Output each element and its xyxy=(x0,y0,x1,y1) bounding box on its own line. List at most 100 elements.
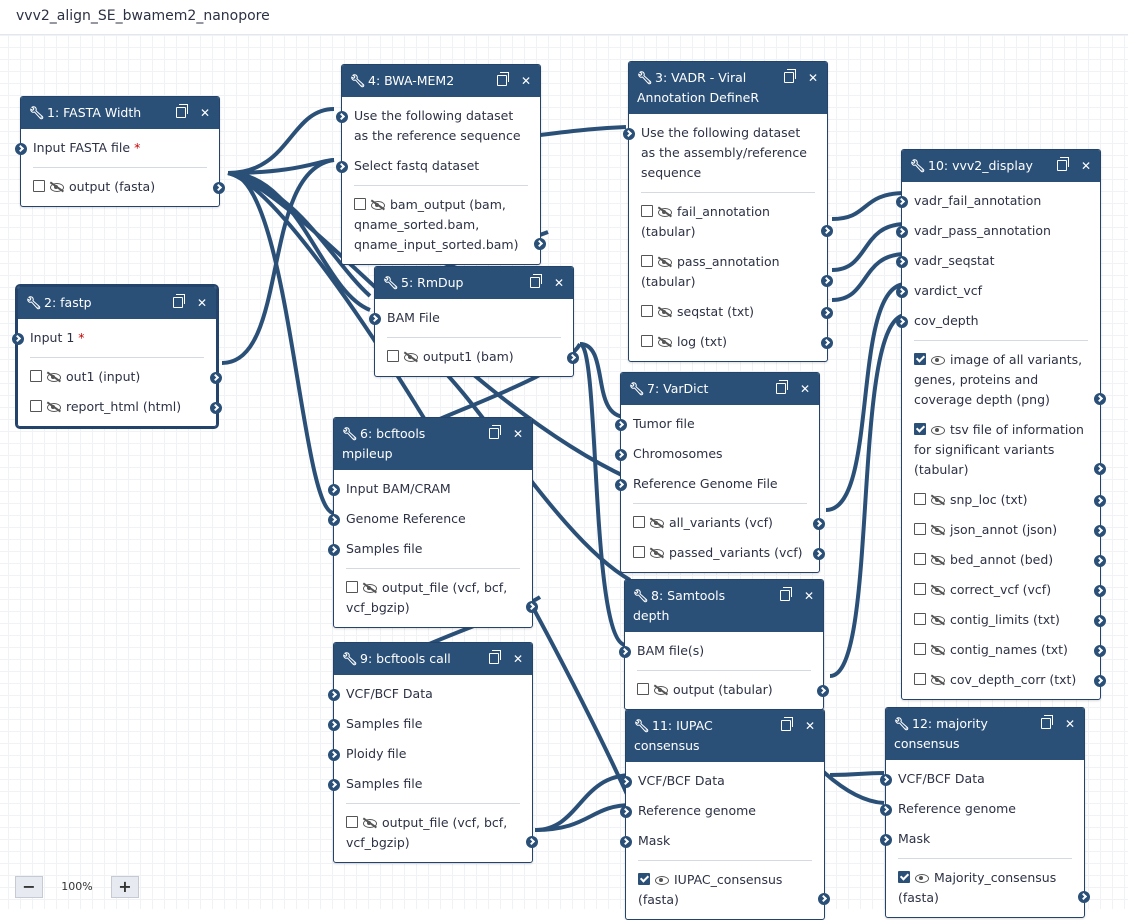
output-terminal[interactable] xyxy=(817,685,829,697)
close-icon[interactable]: ✕ xyxy=(1064,717,1076,731)
eye-icon[interactable] xyxy=(930,355,946,365)
output-terminal[interactable] xyxy=(1094,585,1106,597)
input-terminal[interactable] xyxy=(623,128,635,140)
input-terminal[interactable] xyxy=(328,779,340,791)
output-terminal[interactable] xyxy=(1094,645,1106,657)
copy-icon[interactable] xyxy=(773,380,789,397)
output-terminal[interactable] xyxy=(1094,525,1106,537)
checkbox[interactable] xyxy=(387,350,399,362)
checkbox[interactable] xyxy=(641,255,653,267)
eye-slash-icon[interactable] xyxy=(653,684,669,695)
input-terminal[interactable] xyxy=(12,333,24,345)
checkbox[interactable] xyxy=(914,493,926,505)
eye-slash-icon[interactable] xyxy=(657,256,673,267)
checkbox[interactable] xyxy=(346,581,358,593)
input-terminal[interactable] xyxy=(15,143,27,155)
eye-slash-icon[interactable] xyxy=(46,401,62,412)
input-terminal[interactable] xyxy=(896,196,908,208)
close-icon[interactable]: ✕ xyxy=(803,589,815,603)
output-terminal[interactable] xyxy=(526,836,538,848)
input-terminal[interactable] xyxy=(336,111,348,123)
node-samtools-depth[interactable]: 🔧︎8: Samtools depth ✕ BAM file(s) output… xyxy=(619,579,829,710)
input-terminal[interactable] xyxy=(896,286,908,298)
input-terminal[interactable] xyxy=(615,479,627,491)
eye-slash-icon[interactable] xyxy=(403,351,419,362)
eye-icon[interactable] xyxy=(914,873,930,883)
node-vvv2-display[interactable]: 🔧︎10: vvv2_display ✕ vadr_fail_annotatio… xyxy=(896,149,1106,700)
input-terminal[interactable] xyxy=(896,256,908,268)
node-header[interactable]: 🔧︎7: VarDict ✕ xyxy=(621,373,819,405)
output-terminal[interactable] xyxy=(813,518,825,530)
output-terminal[interactable] xyxy=(821,307,833,319)
eye-icon[interactable] xyxy=(930,425,946,435)
node-iupac-consensus[interactable]: 🔧︎11: IUPAC consensus ✕ VCF/BCF Data Ref… xyxy=(620,709,830,920)
eye-slash-icon[interactable] xyxy=(657,206,673,217)
input-terminal[interactable] xyxy=(615,449,627,461)
checkbox[interactable] xyxy=(914,553,926,565)
checkbox[interactable] xyxy=(633,516,645,528)
node-header[interactable]: 🔧︎8: Samtools depth ✕ xyxy=(625,580,823,632)
checkbox[interactable] xyxy=(30,400,42,412)
output-terminal[interactable] xyxy=(210,372,222,384)
copy-icon[interactable] xyxy=(170,294,186,311)
eye-slash-icon[interactable] xyxy=(362,817,378,828)
copy-icon[interactable] xyxy=(486,650,502,667)
node-bcftools-call[interactable]: 🔧︎9: bcftools call ✕ VCF/BCF Data Sample… xyxy=(328,642,538,863)
node-header[interactable]: 🔧︎10: vvv2_display ✕ xyxy=(902,150,1100,182)
checkbox[interactable] xyxy=(633,546,645,558)
close-icon[interactable]: ✕ xyxy=(553,276,565,290)
node-header[interactable]: 🔧︎3: VADR - Viral Annotation DefineR ✕ xyxy=(629,62,827,114)
checkbox[interactable] xyxy=(641,305,653,317)
checkbox[interactable] xyxy=(914,353,926,365)
node-fasta-width[interactable]: 🔧︎1: FASTA Width ✕ Input FASTA file * ou… xyxy=(15,96,225,207)
node-header[interactable]: 🔧︎6: bcftools mpileup ✕ xyxy=(334,418,532,470)
close-icon[interactable]: ✕ xyxy=(512,652,524,666)
output-terminal[interactable] xyxy=(813,548,825,560)
output-terminal[interactable] xyxy=(1094,463,1106,475)
close-icon[interactable]: ✕ xyxy=(799,382,811,396)
node-vardict[interactable]: 🔧︎7: VarDict ✕ Tumor file Chromosomes Re… xyxy=(615,372,825,573)
zoom-out-button[interactable]: − xyxy=(15,876,43,898)
input-terminal[interactable] xyxy=(328,719,340,731)
eye-slash-icon[interactable] xyxy=(930,554,946,565)
checkbox[interactable] xyxy=(914,583,926,595)
input-terminal[interactable] xyxy=(615,419,627,431)
input-terminal[interactable] xyxy=(880,774,892,786)
output-terminal[interactable] xyxy=(213,182,225,194)
copy-icon[interactable] xyxy=(778,717,794,734)
eye-slash-icon[interactable] xyxy=(930,584,946,595)
eye-slash-icon[interactable] xyxy=(930,524,946,535)
checkbox[interactable] xyxy=(914,523,926,535)
node-header[interactable]: 🔧︎1: FASTA Width ✕ xyxy=(21,97,219,129)
output-terminal[interactable] xyxy=(567,352,579,364)
input-terminal[interactable] xyxy=(336,161,348,173)
output-terminal[interactable] xyxy=(1094,675,1106,687)
close-icon[interactable]: ✕ xyxy=(196,296,208,310)
node-majority-consensus[interactable]: 🔧︎12: majority consensus ✕ VCF/BCF Data … xyxy=(880,707,1090,918)
input-terminal[interactable] xyxy=(880,804,892,816)
input-terminal[interactable] xyxy=(896,226,908,238)
checkbox[interactable] xyxy=(641,205,653,217)
zoom-in-button[interactable]: + xyxy=(111,876,139,898)
node-header[interactable]: 🔧︎11: IUPAC consensus ✕ xyxy=(626,710,824,762)
input-terminal[interactable] xyxy=(896,316,908,328)
node-fastp[interactable]: 🔧︎2: fastp ✕ Input 1 * out1 (input) repo… xyxy=(12,284,222,429)
checkbox[interactable] xyxy=(354,198,366,210)
checkbox[interactable] xyxy=(914,673,926,685)
output-terminal[interactable] xyxy=(1078,891,1090,903)
output-terminal[interactable] xyxy=(210,402,222,414)
checkbox[interactable] xyxy=(33,180,45,192)
close-icon[interactable]: ✕ xyxy=(807,71,819,85)
node-header[interactable]: 🔧︎4: BWA-MEM2 ✕ xyxy=(342,65,540,97)
output-terminal[interactable] xyxy=(818,893,830,905)
eye-slash-icon[interactable] xyxy=(930,674,946,685)
input-terminal[interactable] xyxy=(328,749,340,761)
copy-icon[interactable] xyxy=(777,587,793,604)
eye-slash-icon[interactable] xyxy=(46,371,62,382)
eye-slash-icon[interactable] xyxy=(649,517,665,528)
input-terminal[interactable] xyxy=(328,544,340,556)
input-terminal[interactable] xyxy=(619,646,631,658)
eye-slash-icon[interactable] xyxy=(362,582,378,593)
node-header[interactable]: 🔧︎12: majority consensus ✕ xyxy=(886,708,1084,760)
checkbox[interactable] xyxy=(914,423,926,435)
